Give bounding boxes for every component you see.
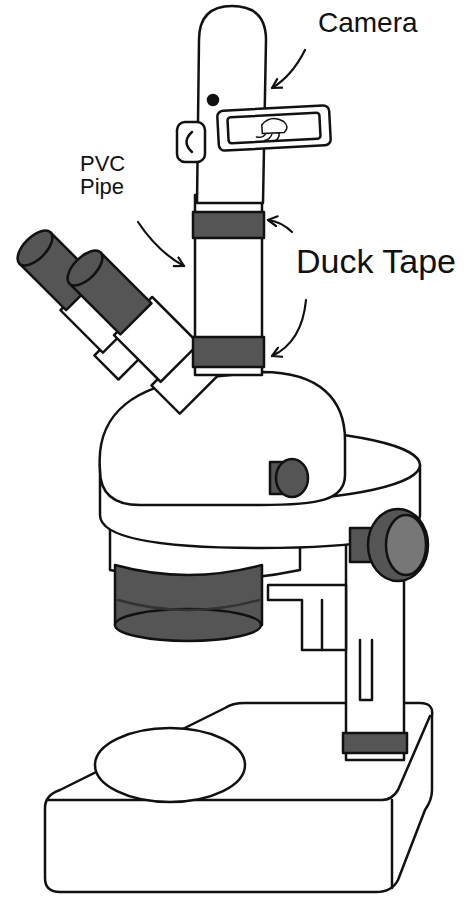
objective-lens: [115, 565, 262, 641]
camera-body: [177, 6, 331, 203]
callout-label: PVC Pipe: [80, 152, 140, 198]
tape-band: [193, 212, 264, 238]
microscope-head: [100, 372, 345, 505]
callout-label: Camera: [318, 8, 418, 37]
focus-bracket: [268, 585, 346, 650]
camera-screen: [217, 105, 331, 151]
fine-focus-knob: [270, 459, 308, 497]
coarse-focus-knob: [350, 509, 428, 581]
stage-plate: [95, 728, 245, 802]
leader-arrow: [138, 50, 306, 356]
callout-label: Duck Tape: [296, 244, 456, 280]
pvc-pipe: [193, 195, 264, 375]
tape-band: [193, 337, 264, 367]
